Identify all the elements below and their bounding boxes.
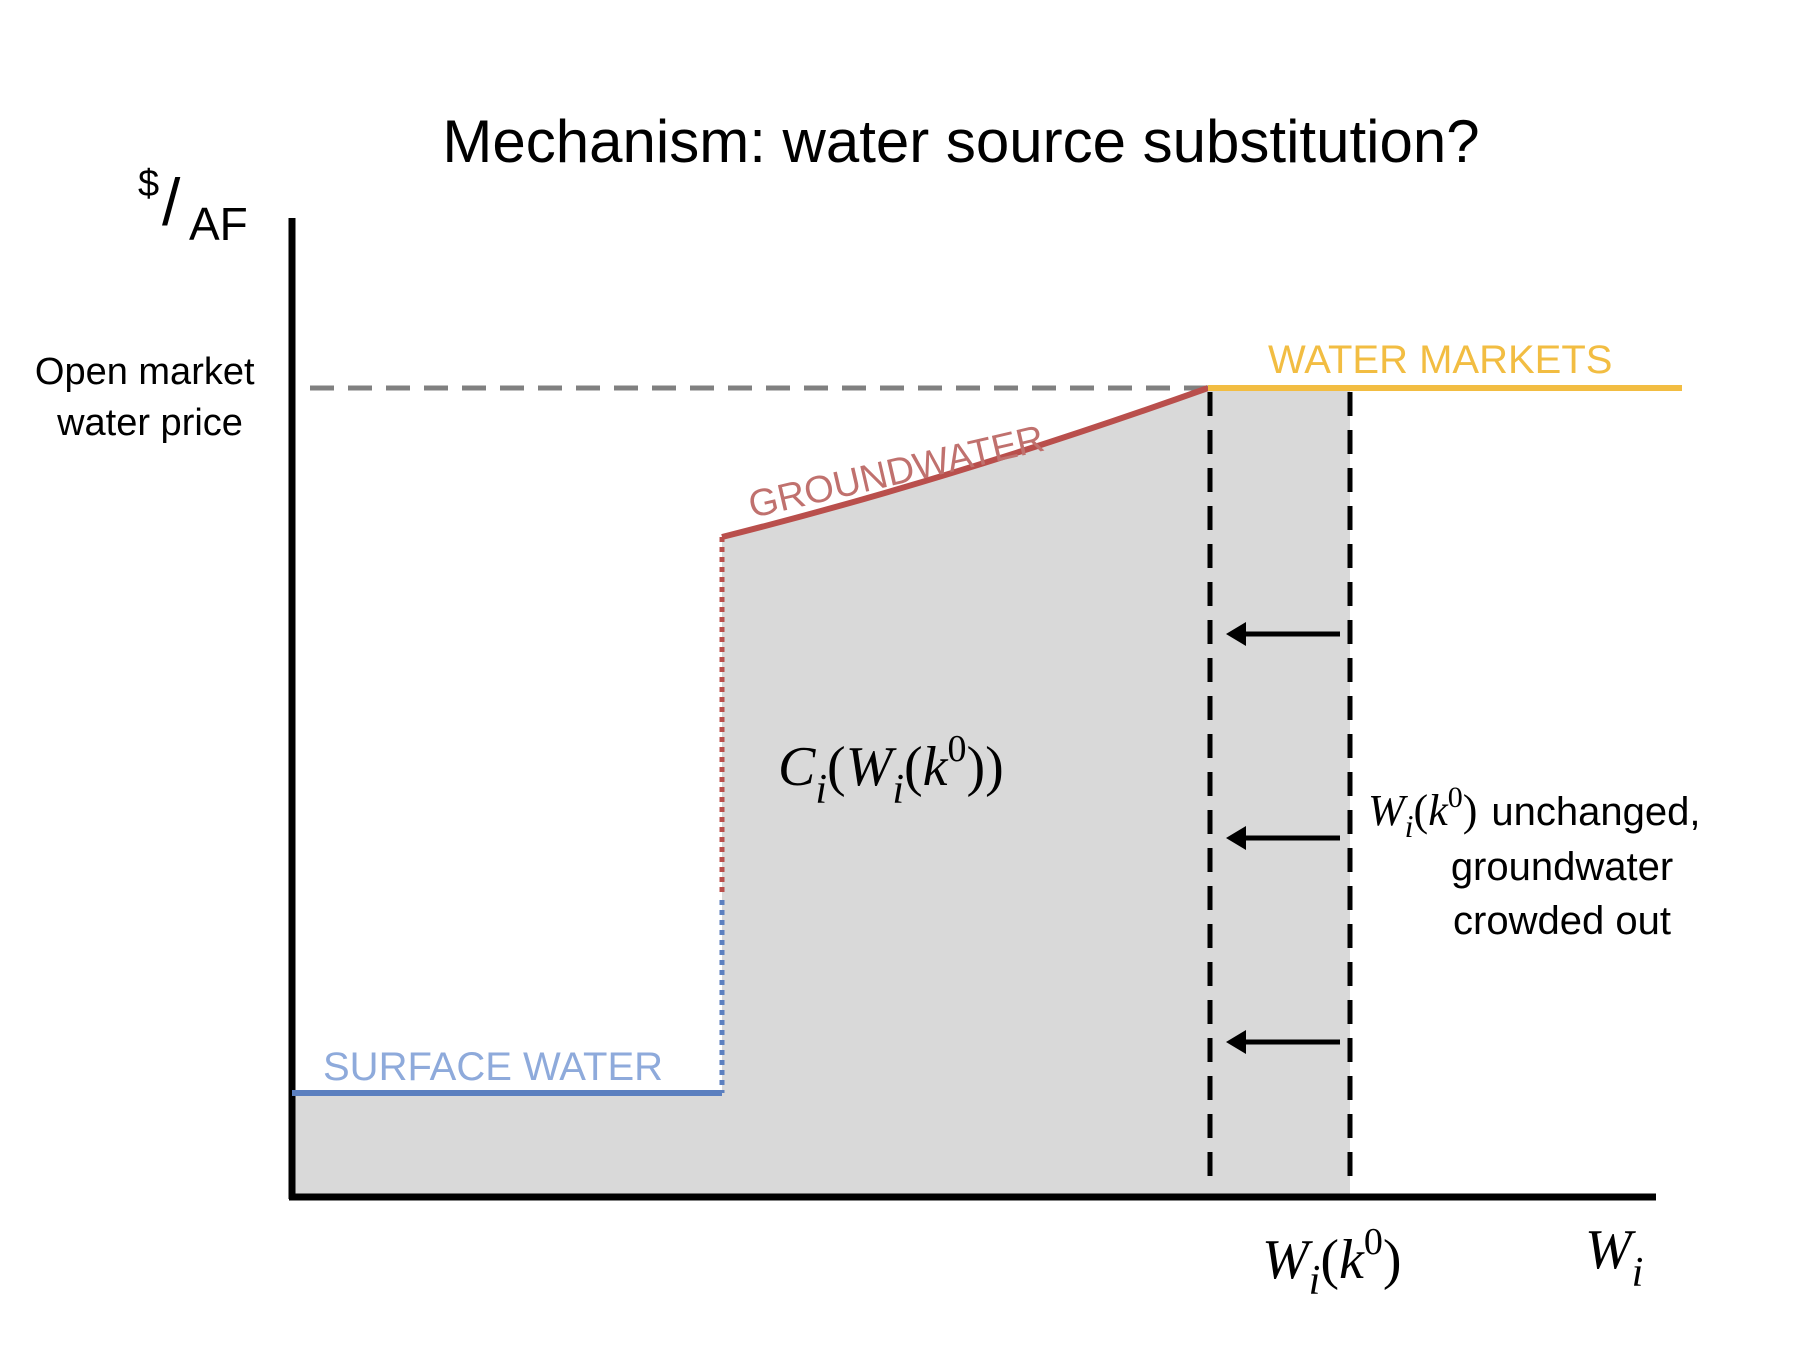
- cost-area-shading: [292, 388, 1350, 1197]
- groundwater-curve: [721, 385, 1210, 540]
- y-axis-unit-numerator: $: [138, 163, 159, 205]
- annotation-line3: crowded out: [1453, 899, 1671, 943]
- quantity-var: W: [1262, 1229, 1313, 1291]
- price-label-line1: Open market: [35, 351, 255, 393]
- annotation-arg: k: [1428, 786, 1449, 835]
- quantity-label: Wi(k0): [1262, 1221, 1402, 1304]
- cost-var: W: [846, 736, 897, 798]
- surface-water-label: SURFACE WATER: [323, 1045, 663, 1089]
- quantity-sub: i: [1309, 1258, 1321, 1304]
- cost-func: C: [778, 736, 816, 798]
- quantity-arg: k: [1339, 1229, 1365, 1291]
- water-markets-label: WATER MARKETS: [1268, 338, 1612, 382]
- x-axis-var: W: [1585, 1219, 1636, 1281]
- cost-sup: 0: [948, 728, 967, 770]
- shift-arrow-bottom: [1226, 1030, 1340, 1054]
- annotation-line2: groundwater: [1451, 845, 1673, 889]
- shift-arrow-top: [1226, 622, 1340, 646]
- y-axis-unit-slash: /: [162, 165, 181, 239]
- price-label: Open market water price: [35, 351, 265, 444]
- cost-var-sub: i: [892, 767, 904, 813]
- cost-area-label: Ci(Wi(k0)): [778, 728, 1004, 813]
- y-axis-unit-label: $ / AF: [138, 163, 248, 250]
- cost-arg: k: [923, 736, 949, 798]
- y-axis-unit-denominator: AF: [189, 198, 248, 250]
- quantity-sup: 0: [1364, 1221, 1383, 1263]
- cost-func-sub: i: [815, 767, 827, 813]
- annotation-var-sub: i: [1405, 808, 1414, 844]
- price-label-line2: water price: [56, 402, 243, 444]
- annotation-var: W: [1368, 786, 1408, 835]
- annotation-line1: Wi(k0)unchanged,: [1368, 781, 1700, 844]
- annotation-line1-text: unchanged,: [1491, 790, 1700, 834]
- annotation-sup: 0: [1448, 781, 1463, 814]
- shift-arrow-middle: [1226, 826, 1340, 850]
- x-axis-sub: i: [1632, 1250, 1644, 1296]
- diagram-title: Mechanism: water source substitution?: [442, 108, 1479, 175]
- x-axis-label: Wi: [1585, 1219, 1643, 1296]
